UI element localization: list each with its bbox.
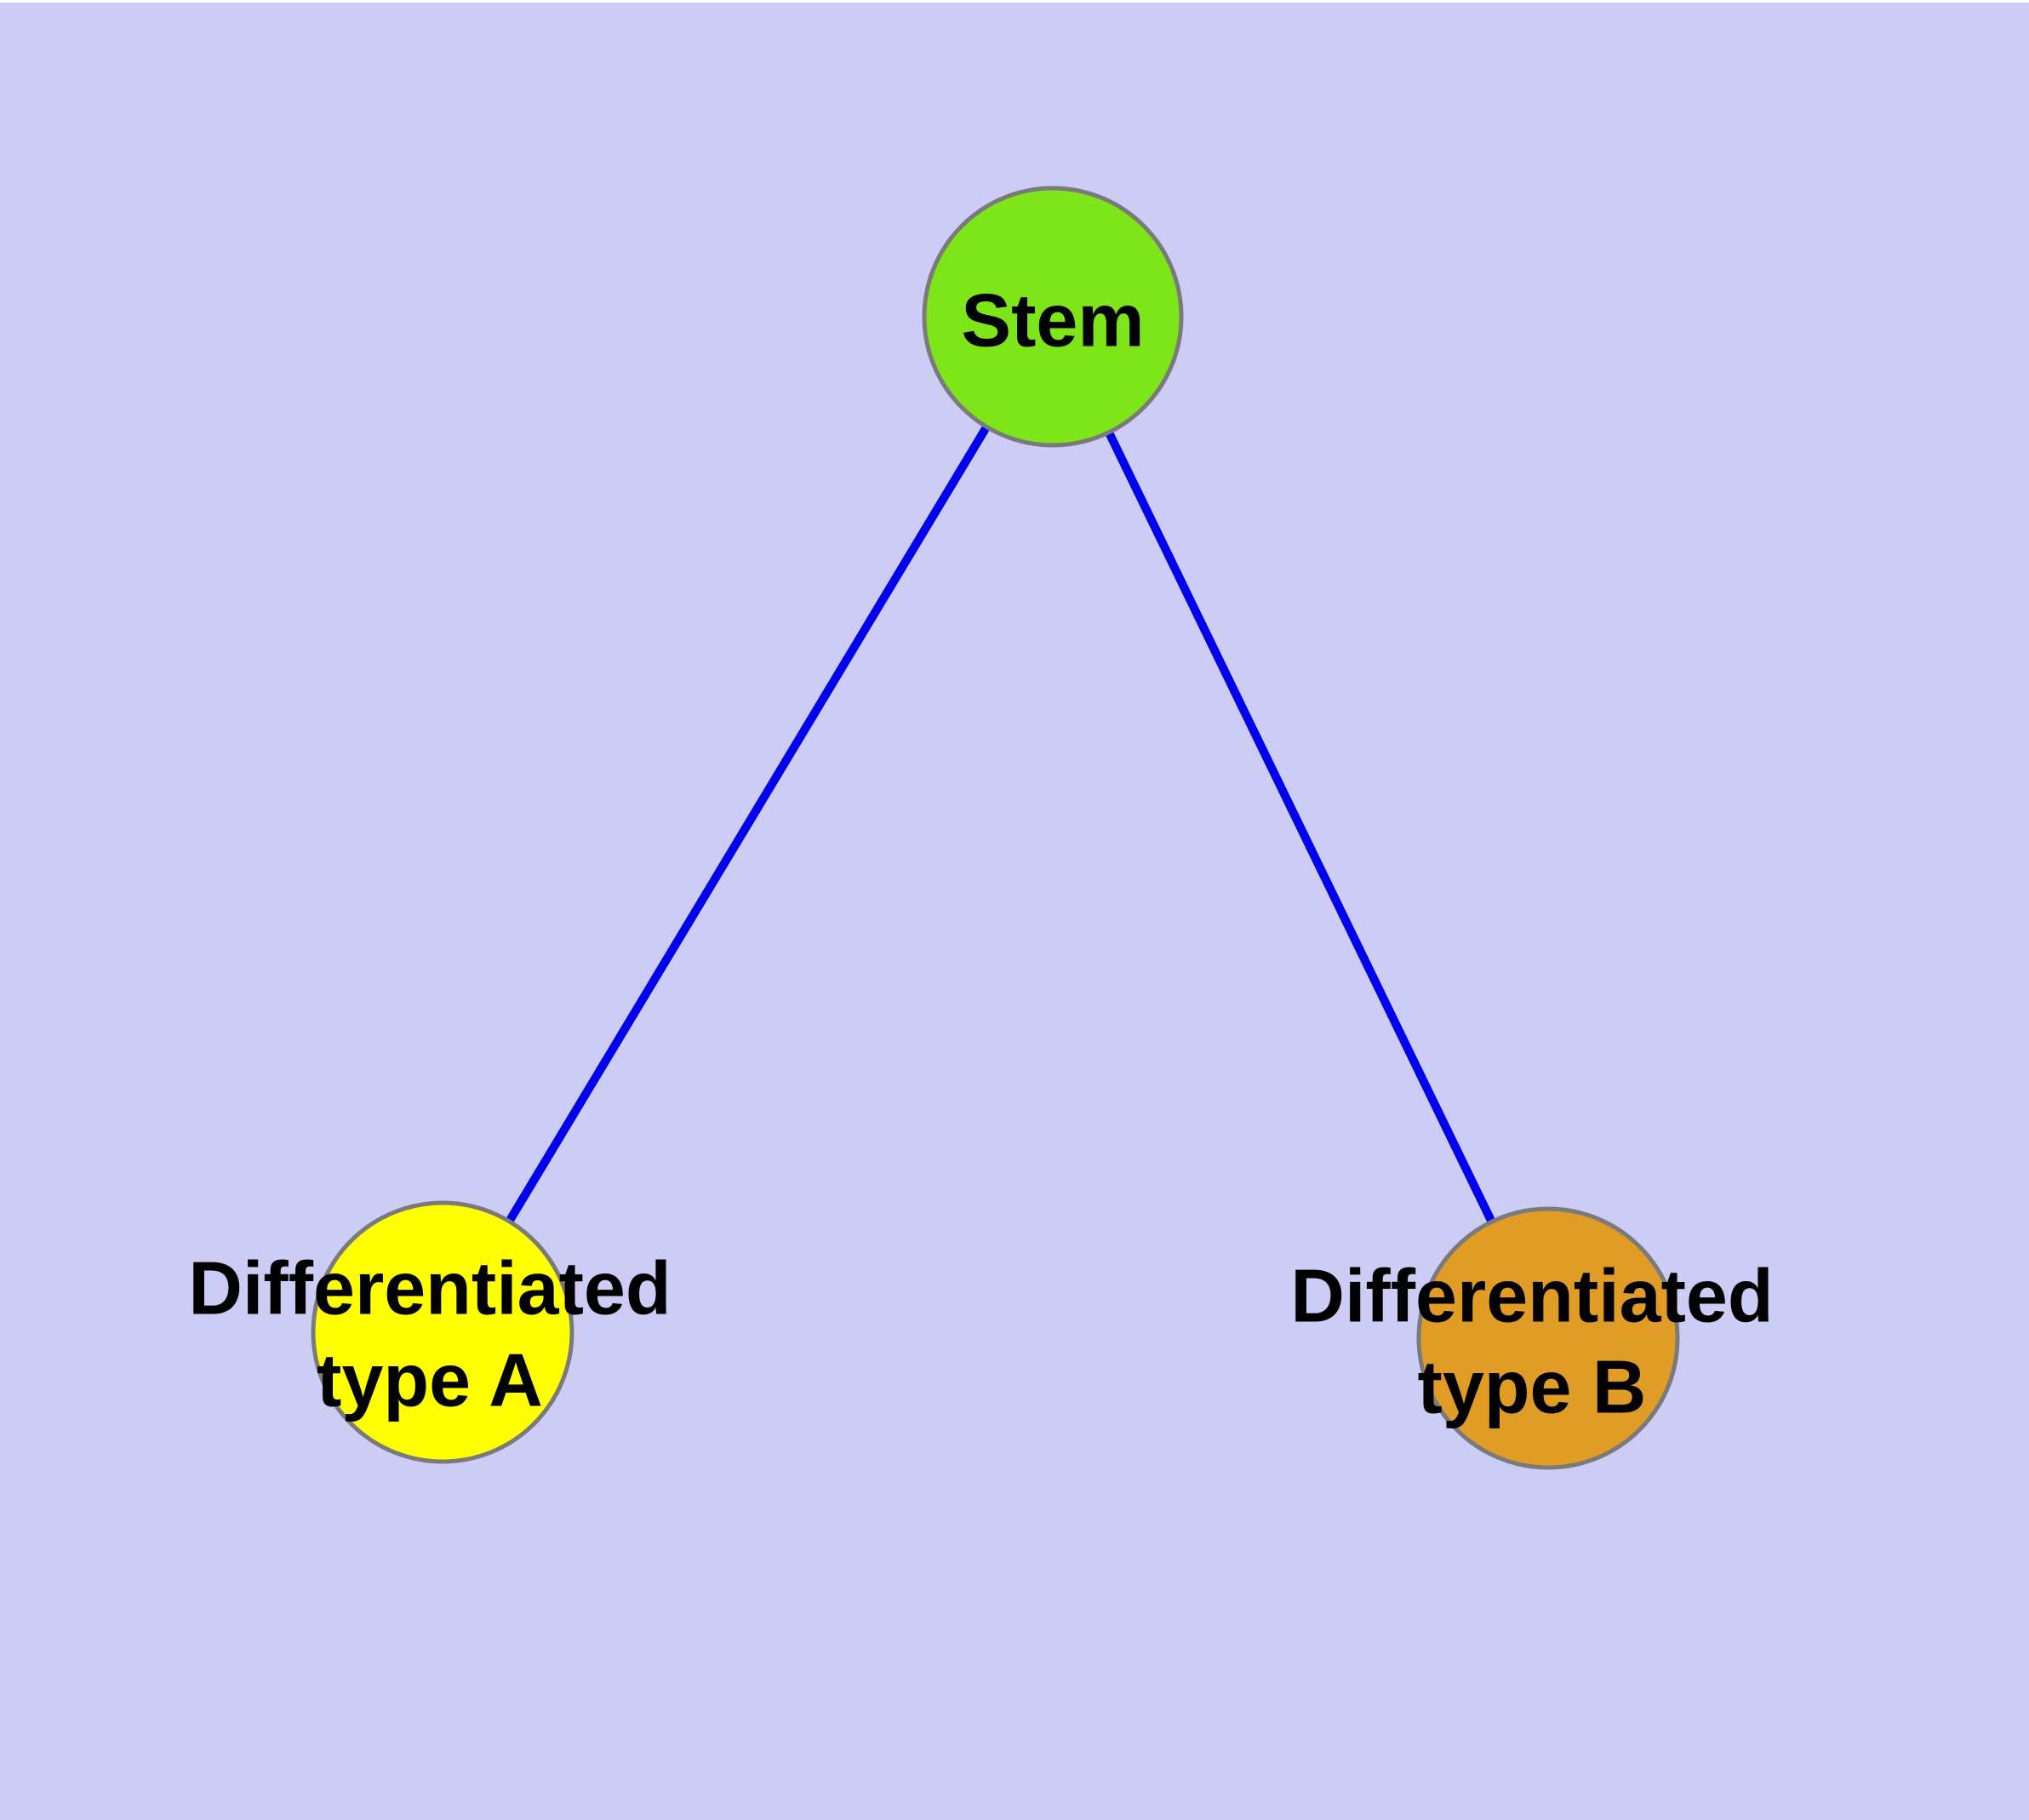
edge-stem-to-type-a bbox=[438, 314, 1057, 1335]
node-differentiated-type-b bbox=[1416, 1206, 1680, 1470]
node-stem bbox=[922, 186, 1184, 448]
node-stem-label: Stem bbox=[961, 278, 1144, 363]
node-type-b-label-line-2: type B bbox=[1418, 1345, 1647, 1429]
node-type-a-label-line-2: type A bbox=[317, 1338, 543, 1422]
edge-stem-to-type-b bbox=[1049, 314, 1552, 1341]
node-type-a-label-line-1: Differentiated bbox=[188, 1246, 671, 1331]
node-type-b-label-line-1: Differentiated bbox=[1290, 1254, 1773, 1338]
node-differentiated-type-a bbox=[311, 1200, 574, 1464]
